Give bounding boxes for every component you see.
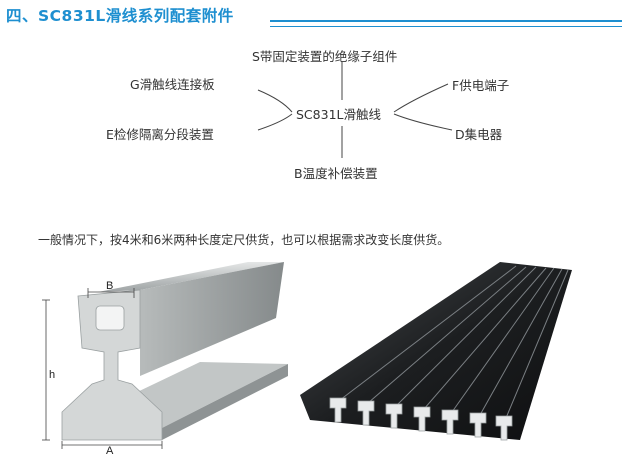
diagram-left-upper-label: G滑触线连接板: [130, 77, 215, 92]
accessory-diagram-lines: [257, 62, 453, 158]
title-divider: [270, 20, 622, 27]
bundle-rail-lines: [339, 265, 569, 419]
bundle-rail-ends: [329, 397, 513, 441]
diagram-right-lower-label: D集电器: [455, 127, 503, 142]
dim-a-label: A: [106, 445, 114, 455]
line-right-upper: [393, 83, 449, 113]
dim-h-label: h: [49, 369, 55, 381]
bundle-body: [300, 262, 572, 440]
rail-cross-section: [61, 289, 163, 441]
diagram-center-label: SC831L滑触线: [296, 107, 381, 122]
supply-length-note: 一般情况下，按4米和6米两种长度定尺供货，也可以根据需求改变长度供货。: [38, 233, 450, 247]
rail-slot: [95, 305, 125, 331]
rail-bundle-image: [300, 262, 572, 441]
line-left-lower: [257, 113, 293, 131]
rail-dimension-drawing: B h A: [42, 262, 288, 455]
diagram-left-lower-label: E检修隔离分段装置: [106, 127, 214, 142]
diagram-bottom-label: B温度补偿装置: [294, 166, 378, 181]
section-title: 四、SC831L滑线系列配套附件: [6, 7, 234, 25]
rail-side-face: [140, 262, 284, 376]
diagram-right-upper-label: F供电端子: [452, 78, 510, 93]
line-right-lower: [393, 113, 453, 131]
line-left-upper: [257, 89, 293, 113]
rail-top-face: [98, 262, 284, 292]
dim-b-label: B: [106, 280, 113, 292]
diagram-top-label: S带固定装置的绝缘子组件: [252, 49, 398, 64]
